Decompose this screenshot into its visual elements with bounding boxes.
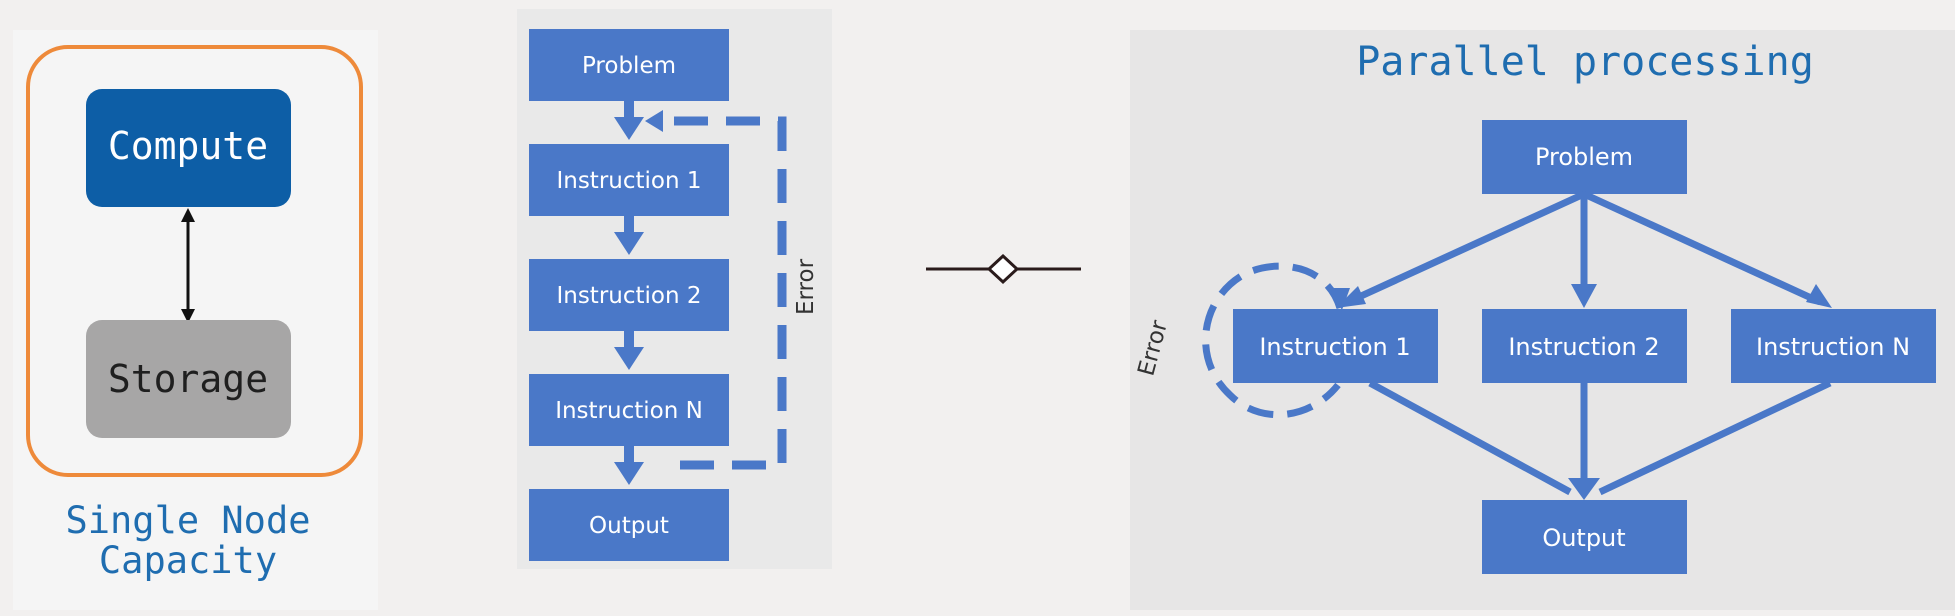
sequential-diagram: Problem Instruction 1 Instruction 2 Inst…: [529, 29, 819, 561]
output-box: [1482, 500, 1687, 574]
compute-label: Compute: [108, 124, 268, 168]
error-label: Error: [1133, 317, 1173, 378]
caption-line2: Capacity: [99, 539, 277, 582]
output-label: Output: [589, 513, 669, 539]
caption-line1: Single Node: [65, 499, 310, 542]
instructionN-box: [1731, 309, 1936, 383]
arrow-down-icon: [1568, 478, 1600, 500]
arrow-down-icon: [1571, 284, 1597, 308]
arrow-problem-to-instruction1: [1346, 190, 1586, 306]
arrow-down-icon: [614, 232, 644, 255]
instruction1-label: Instruction 1: [556, 168, 701, 194]
arrow-head-icon: [1806, 284, 1832, 308]
problem-box: [1482, 120, 1687, 194]
error-label: Error: [793, 258, 819, 315]
error-loop-path: [657, 116, 787, 470]
arrow-down-icon: [614, 462, 644, 485]
instruction1-box: [529, 144, 729, 216]
arrow-problem-to-instructionN: [1582, 190, 1822, 306]
node-boundary: [26, 45, 363, 477]
diamond-shape: [986, 253, 1020, 285]
problem-label: Problem: [1535, 143, 1633, 171]
single-node-diagram: Compute Storage Single Node Capacity: [26, 45, 363, 582]
error-loop-path: [1202, 262, 1344, 419]
output-label: Output: [1542, 524, 1625, 552]
instruction2-box: [529, 259, 729, 331]
instruction1-box: [1233, 309, 1438, 383]
problem-label: Problem: [582, 53, 676, 79]
instruction2-label: Instruction 2: [1508, 333, 1659, 361]
instruction1-label: Instruction 1: [1259, 333, 1410, 361]
single-node-panel: Compute Storage Single Node Capacity: [13, 30, 378, 610]
arrow-down-icon: [181, 309, 195, 323]
diamond-connector-icon: [926, 253, 1081, 285]
instructionN-box: [529, 374, 729, 446]
instructionN-label: Instruction N: [555, 398, 703, 424]
compute-box: [86, 89, 291, 207]
instructionN-label: Instruction N: [1756, 333, 1910, 361]
parallel-title: Parallel processing: [1356, 39, 1814, 85]
problem-box: [529, 29, 729, 101]
arrow-up-icon: [181, 208, 195, 222]
sequential-panel: Problem Instruction 1 Instruction 2 Inst…: [517, 9, 832, 569]
parallel-diagram: Parallel processing Problem Instruction …: [1133, 39, 1936, 574]
storage-box: [86, 320, 291, 438]
arrow-instruction1-to-output: [1368, 379, 1572, 496]
instruction2-label: Instruction 2: [556, 283, 701, 309]
storage-label: Storage: [108, 357, 268, 401]
instruction2-box: [1482, 309, 1687, 383]
arrow-down-icon: [614, 347, 644, 370]
arrow-instructionN-to-output: [1598, 379, 1832, 496]
arrow-head-icon: [1328, 288, 1350, 310]
arrow-left-icon: [645, 110, 663, 132]
output-box: [529, 489, 729, 561]
parallel-panel: Parallel processing Problem Instruction …: [1130, 30, 1955, 610]
arrow-down-icon: [614, 117, 644, 140]
